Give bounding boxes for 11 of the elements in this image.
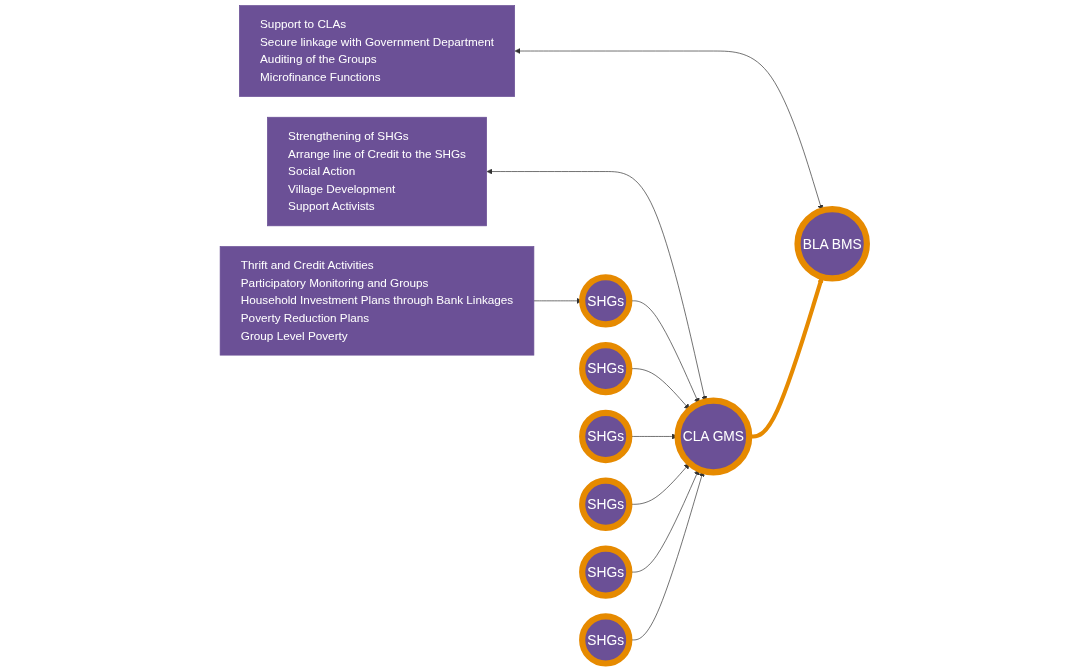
node-circle: SHGs (579, 477, 633, 531)
node-circle: SHGs (579, 613, 633, 667)
node-circle: BLA BMS (794, 205, 870, 282)
node-circle: SHGs (579, 545, 633, 599)
node-box: Support to CLAs Secure linkage with Government Department Auditing of the Groups Microfinance Functions (239, 5, 515, 97)
node-circle: CLA GMS (674, 397, 753, 476)
node-circle: SHGs (579, 342, 633, 396)
node-box: Thrift and Credit Activities Participatory Monitoring and Groups Household Investment Plans through Bank Linkages Poverty Reduction Plans Group Level Poverty (219, 246, 535, 356)
node-circle: SHGs (579, 274, 633, 328)
node-box: Strengthening of SHGs Arrange line of Credit to the SHGs Social Action Village Development Support Activists (267, 116, 487, 227)
node-circle: SHGs (579, 409, 633, 464)
